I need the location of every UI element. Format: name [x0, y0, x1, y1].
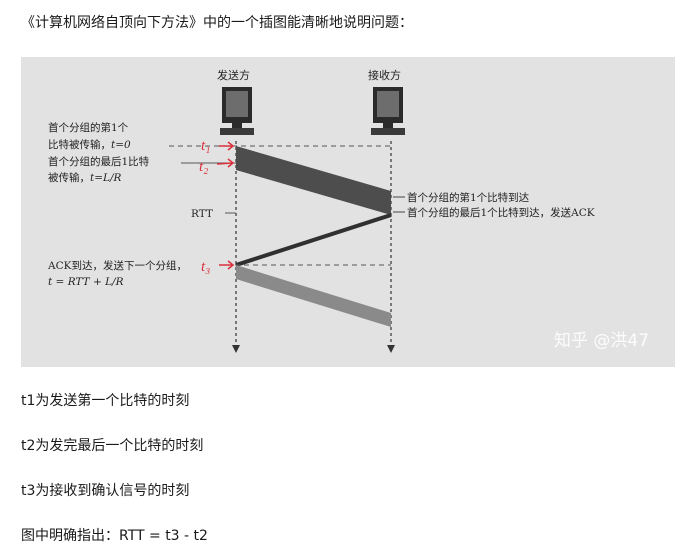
- svg-text:t₁: t₁: [201, 138, 210, 154]
- receiver-computer-icon: [371, 87, 405, 135]
- svg-text:t₂: t₂: [199, 159, 208, 175]
- handwritten-t1-marker: t₁: [201, 138, 235, 154]
- svg-text:t₃: t₃: [201, 259, 210, 275]
- receiver-label: 接收方: [368, 68, 401, 82]
- ack-return-line: [235, 213, 392, 267]
- timing-diagram: 发送方 接收方 首个分组的第1个 比特被传输，t=0 首个分组的最后1比特 被传…: [47, 68, 649, 353]
- ack-arrival-line1: ACK到达，发送下一个分组，: [47, 259, 187, 272]
- first-bit-sent-line2: 比特被传输，t=0: [48, 138, 131, 151]
- network-timing-figure: 发送方 接收方 首个分组的第1个 比特被传输，t=0 首个分组的最后1比特 被传…: [21, 57, 675, 367]
- intro-text: 《计算机网络自顶向下方法》中的一个插图能清晰地说明问题：: [21, 15, 413, 31]
- zhihu-watermark: 知乎 @洪47: [554, 331, 649, 351]
- receiver-timeline-arrow: [387, 345, 395, 353]
- t2-explanation: t2为发完最后一个比特的时刻: [21, 438, 204, 454]
- next-packet-band: [236, 265, 391, 327]
- first-bit-arrive-label: 首个分组的第1个比特到达: [407, 191, 530, 204]
- handwritten-t3-marker: t₃: [201, 259, 235, 275]
- sender-computer-icon: [220, 87, 254, 135]
- last-bit-sent-line2: 被传输，t=L/R: [48, 171, 122, 184]
- first-bit-sent-line1: 首个分组的第1个: [48, 121, 129, 134]
- rtt-label: RTT: [191, 208, 213, 220]
- packet-transmission-band: [236, 146, 391, 215]
- rtt-formula: 图中明确指出：RTT = t3 - t2: [21, 528, 208, 544]
- ack-arrival-line2: t = RTT + L/R: [48, 276, 124, 288]
- last-bit-sent-line1: 首个分组的最后1比特: [48, 155, 150, 168]
- sender-label: 发送方: [217, 68, 250, 82]
- last-bit-arrive-label: 首个分组的最后1个比特到达，发送ACK: [407, 206, 595, 219]
- t1-explanation: t1为发送第一个比特的时刻: [21, 393, 190, 409]
- sender-timeline-arrow: [232, 345, 240, 353]
- t3-explanation: t3为接收到确认信号的时刻: [21, 483, 190, 499]
- handwritten-t2-marker: t₂: [199, 158, 235, 175]
